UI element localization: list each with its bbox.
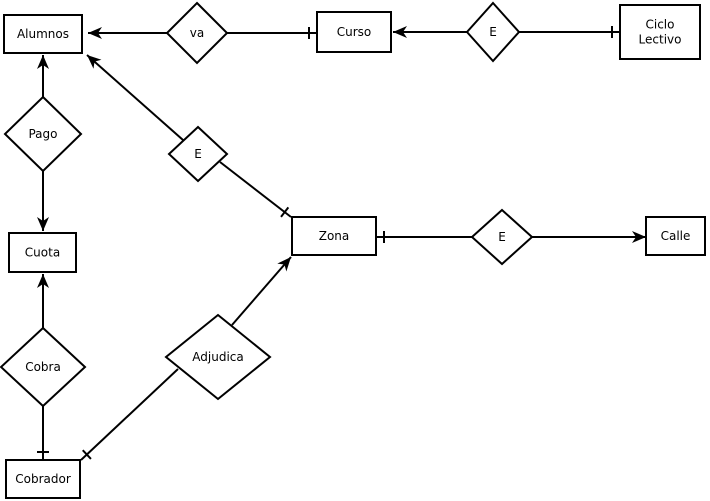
entity-box [291,216,377,256]
entity-curso[interactable]: Curso [316,11,392,53]
connector-cobra-cobrador [37,406,49,460]
relationship-pago[interactable]: Pago [3,95,83,173]
connector-line [219,161,292,218]
relationship-label: va [190,26,204,40]
relationship-adjudica[interactable]: Adjudica [164,313,272,401]
entity-zona[interactable]: Zona [291,216,377,256]
arrowhead-icon [393,26,407,38]
connector-adjudica-zona [231,256,292,326]
entity-cobrador[interactable]: Cobrador [5,459,81,499]
entity-box [5,459,81,499]
relationship-label: Pago [28,127,57,141]
arrowhead-icon [277,257,291,272]
relationship-diamond [465,1,521,63]
entity-label: Ciclo [646,18,675,32]
entity-label: Alumnos [17,27,69,41]
one-cardinality-tick [280,206,290,218]
arrowhead-icon [37,55,49,69]
entity-box [619,4,701,60]
entity-alumnos[interactable]: Alumnos [3,14,83,54]
relationship-label: Adjudica [192,350,243,364]
connector-va-alumnos [88,27,167,39]
entity-label: Calle [661,229,691,243]
entity-box [645,216,706,256]
connector-e3-zona [376,231,472,243]
connector-pago-alumnos [37,55,49,97]
entity-cuota[interactable]: Cuota [8,232,77,273]
connector-e3-calle [532,231,646,243]
relationship-diamond [470,208,534,266]
arrowhead-icon [37,274,49,288]
relationship-diamond [164,313,272,401]
entity-label: Curso [337,25,372,39]
relationship-va[interactable]: va [165,1,229,65]
relationship-label: E [489,25,497,39]
entity-box [3,14,83,54]
one-cardinality-tick [81,449,92,460]
connector-line [231,256,292,326]
relationship-diamond [165,1,229,65]
entity-label: Cobrador [15,472,71,486]
entity-box [316,11,392,53]
relationship-diamond [0,326,87,408]
entity-label: Cuota [25,246,60,260]
arrowhead-icon [632,231,646,243]
relationship-label: E [194,147,202,161]
arrowhead-icon [37,217,49,231]
arrowhead-icon [87,55,102,69]
relationship-cobra[interactable]: Cobra [0,326,87,408]
connector-line [80,368,179,461]
connector-e1-curso [393,26,467,38]
connector-e1-ciclo [519,26,620,38]
relationship-label: E [498,230,506,244]
connector-e2-alumnos [86,54,184,141]
relationship-e1[interactable]: E [465,1,521,63]
relationship-label: Cobra [25,360,61,374]
entity-label: Lectivo [639,33,682,47]
entity-label: Zona [319,229,350,243]
relationship-e3[interactable]: E [470,208,534,266]
relationship-diamond [3,95,83,173]
connector-cobra-cuota [37,274,49,328]
entity-box [8,232,77,273]
relationship-diamond [167,125,229,183]
connector-adjudica-cobrador [80,368,179,461]
relationship-e2[interactable]: E [167,125,229,183]
connector-va-curso [227,27,317,39]
connector-pago-cuota [37,171,49,231]
connector-line [86,54,184,141]
arrowhead-icon [88,27,102,39]
entity-calle[interactable]: Calle [645,216,706,256]
connector-e2-zona [219,161,292,218]
